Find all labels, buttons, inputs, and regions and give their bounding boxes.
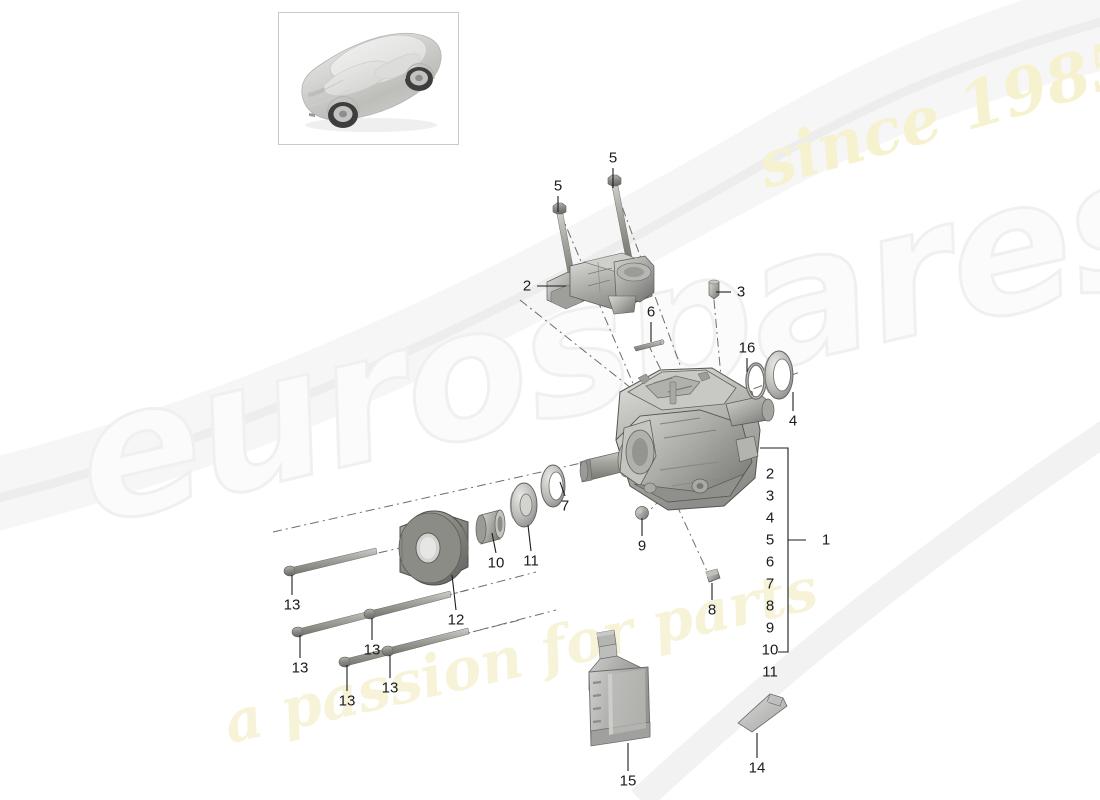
part-14-sealing-compound: [737, 693, 788, 733]
bracket-group-label: 1: [821, 531, 831, 549]
part-6-dowel-pin: [633, 339, 665, 352]
transfer-case-housing: [579, 367, 775, 511]
part-16-o-ring: [745, 362, 767, 400]
callout-label-c15: 15: [619, 772, 637, 790]
callout-label-c11: 11: [523, 552, 539, 570]
part-13-bolt-4: [363, 590, 452, 620]
callout-label-c16: 16: [738, 339, 756, 357]
callout-label-c5b: 5: [608, 149, 618, 167]
vehicle-thumbnail-box: [278, 12, 459, 145]
callout-label-c14: 14: [748, 759, 766, 777]
leader-line-10: [491, 532, 497, 554]
bracket-number-4: 4: [765, 509, 775, 527]
callout-label-c2: 2: [522, 277, 532, 295]
leader-line-12: [451, 574, 457, 611]
part-7-seal-ring: [540, 464, 566, 508]
bracket-number-11: 11: [762, 663, 778, 681]
part-13-bolt-5: [381, 627, 470, 657]
callout-label-c5a: 5: [553, 177, 563, 195]
callout-label-c8: 8: [707, 601, 717, 619]
part-2-transfer-actuator-unit: [546, 252, 655, 315]
part-13-bolt-1: [283, 547, 378, 577]
callout-label-c7: 7: [560, 497, 570, 515]
part-9-ball-plug: [635, 506, 649, 520]
part-12-drive-flange-hub: [398, 510, 469, 586]
vehicle-illustration: [301, 32, 442, 132]
assembly-bracket: [760, 447, 806, 653]
bracket-number-9: 9: [765, 619, 775, 637]
bracket-number-6: 6: [765, 553, 775, 571]
part-8-plug: [705, 568, 721, 583]
callout-label-c4: 4: [788, 412, 798, 430]
callout-label-c10: 10: [487, 554, 505, 572]
bracket-number-5: 5: [765, 531, 775, 549]
part-15-oil-bottle: [588, 629, 651, 747]
leader-line-7: [559, 481, 566, 497]
callout-label-c13a: 13: [283, 596, 301, 614]
part-10-spacer-sleeve: [475, 509, 506, 545]
bracket-number-2: 2: [765, 465, 775, 483]
callout-leader-lines: [291, 168, 794, 771]
callout-label-c13e: 13: [381, 679, 399, 697]
callout-label-c3: 3: [736, 283, 746, 301]
callout-label-c12: 12: [447, 611, 465, 629]
bracket-number-3: 3: [765, 487, 775, 505]
callout-label-c13d: 13: [363, 641, 381, 659]
part-11-washer: [509, 482, 538, 528]
leader-line-11: [527, 524, 532, 552]
part-3-plug: [708, 279, 720, 300]
callout-label-c9: 9: [637, 537, 647, 555]
callout-label-c6: 6: [646, 303, 656, 321]
bracket-number-8: 8: [765, 597, 775, 615]
callout-label-c13c: 13: [338, 692, 356, 710]
part-4-radial-seal-ring: [763, 350, 794, 400]
bracket-number-10: 10: [761, 641, 779, 659]
callout-label-c13b: 13: [291, 659, 309, 677]
bracket-number-7: 7: [765, 575, 775, 593]
bracket-outline: [778, 447, 789, 653]
